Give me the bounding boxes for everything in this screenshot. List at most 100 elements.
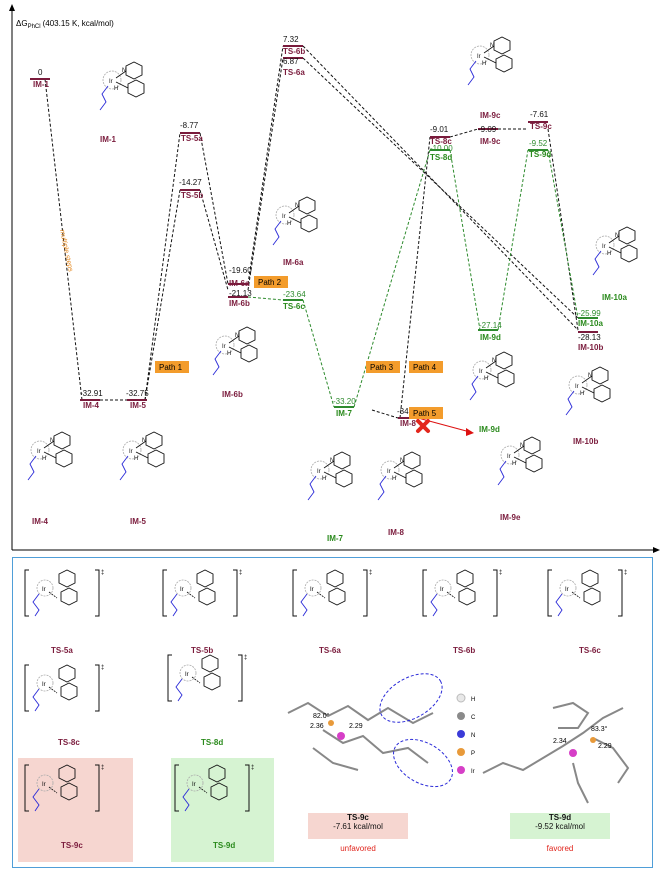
atom-legend: H C N P Ir [456, 693, 476, 775]
svg-text:IM-9c: IM-9c [480, 111, 501, 120]
svg-text:IM-6a: IM-6a [229, 279, 250, 288]
svg-text:-21.13: -21.13 [229, 289, 252, 298]
ts5a-label: TS-5a [51, 646, 73, 655]
structure-im4: IM-4 [27, 431, 73, 526]
blocked-cross-icon [416, 419, 430, 433]
level-ts8d: -10.00 TS-8d [430, 144, 453, 162]
svg-text:IM-9d: IM-9d [479, 425, 500, 434]
structure-im5: IM-5 [119, 431, 165, 526]
svg-text:IM-10a: IM-10a [602, 293, 627, 302]
svg-text:Path 5: Path 5 [413, 409, 437, 418]
path5-arrow-head-icon [466, 428, 474, 436]
svg-text:IM-10a: IM-10a [578, 319, 603, 328]
level-im6b: -21.13 IM-6b [228, 289, 252, 308]
svg-text:-9.01: -9.01 [430, 125, 449, 134]
svg-text:IM-9e: IM-9e [500, 513, 521, 522]
structure-im10a: IM-10a [592, 226, 638, 302]
svg-text:IM-6b: IM-6b [229, 299, 250, 308]
level-im9c: -9.09 IM-9c [478, 125, 501, 146]
svg-text:IM-8: IM-8 [400, 419, 417, 428]
svg-text:Path 4: Path 4 [413, 363, 437, 372]
ts9c-card-energy: -7.61 kcal/mol [333, 822, 383, 831]
ts-panel-drawing: ‡ Ir 82.0° 2.36 2.29 [18, 569, 630, 862]
svg-text:0: 0 [38, 68, 43, 77]
svg-text:-34.69: -34.69 [397, 407, 420, 416]
svg-text:6.87: 6.87 [283, 57, 299, 66]
svg-text:TS-9d: TS-9d [529, 150, 551, 159]
svg-text:-10.00: -10.00 [430, 144, 453, 153]
path-tag-3: Path 3 [366, 361, 400, 373]
svg-text:TS-6b: TS-6b [283, 47, 305, 56]
structure-im10b: IM-10b [565, 366, 611, 446]
svg-text:TS-6c: TS-6c [283, 302, 305, 311]
svg-text:2.36: 2.36 [310, 723, 324, 730]
svg-text:IM-10b: IM-10b [573, 437, 598, 446]
level-im9d: -27.14 IM-9d [478, 321, 502, 342]
level-ts5b: -14.27 TS-5b [179, 178, 203, 200]
svg-text:-23.64: -23.64 [283, 290, 306, 299]
svg-text:IM-9d: IM-9d [480, 333, 501, 342]
svg-text:-32.91: -32.91 [80, 389, 103, 398]
svg-text:-28.13: -28.13 [578, 333, 601, 342]
multiple-steps-note: multiple steps [58, 229, 74, 273]
svg-text:-9.52: -9.52 [529, 139, 548, 148]
svg-text:IM-10b: IM-10b [578, 343, 603, 352]
svg-text:N: N [471, 733, 475, 739]
svg-text:IM-8: IM-8 [388, 528, 405, 537]
ts8d-label: TS-8d [201, 738, 224, 747]
path-tag-2: Path 2 [254, 276, 288, 288]
y-axis-label: ΔGPhCl(403.15 K, kcal/mol) [16, 19, 114, 30]
level-im1: 0 IM-1 [30, 68, 50, 89]
svg-text:TS-9c: TS-9c [530, 122, 552, 131]
svg-text:-19.60: -19.60 [229, 266, 252, 275]
x-axis-arrow-icon [653, 547, 660, 553]
black-paths [44, 45, 579, 419]
ts6c-label: TS-6c [579, 646, 601, 655]
structure-im6b: IM-6b [212, 326, 258, 399]
structure-im7: IM-7 [307, 451, 353, 543]
path-tag-1: Path 1 [155, 361, 189, 373]
ts9c-label: TS-9c [61, 841, 83, 850]
svg-text:H: H [471, 697, 475, 703]
svg-text:TS-6a: TS-6a [283, 68, 305, 77]
level-ts9d: -9.52 TS-9d [528, 139, 551, 159]
svg-text:83.3°: 83.3° [591, 725, 608, 733]
ts5b-label: TS-5b [191, 646, 214, 655]
level-im5: -32.75 IM-5 [126, 389, 149, 410]
level-ts6c: -23.64 TS-6c [283, 290, 306, 311]
svg-text:Path 3: Path 3 [370, 363, 394, 372]
structure-im6a: IM-6a [272, 196, 318, 267]
svg-text:IM-7: IM-7 [336, 409, 353, 418]
transition-state-panel: ‡ Ir 82.0° 2.36 2.29 [12, 557, 653, 868]
svg-text:IM-6b: IM-6b [222, 390, 243, 399]
svg-text:2.29: 2.29 [349, 723, 363, 730]
svg-text:IM-7: IM-7 [327, 534, 344, 543]
svg-text:-27.14: -27.14 [479, 321, 502, 330]
level-ts5a: -8.77 TS-5a [180, 121, 203, 143]
svg-text:-32.75: -32.75 [126, 389, 149, 398]
ts9d-label: TS-9d [213, 841, 236, 850]
structure-im9d: IM-9d [469, 351, 515, 434]
svg-text:IM-6a: IM-6a [283, 258, 304, 267]
ts9d-verdict: favored [546, 844, 574, 853]
path-tag-4: Path 4 [409, 361, 443, 373]
path-tag-5: Path 5 [409, 407, 443, 419]
im7-im8-link [371, 409, 399, 419]
svg-text:IM-4: IM-4 [83, 401, 100, 410]
structure-im9e: IM-9e [497, 436, 543, 522]
ts8c-label: TS-8c [58, 738, 80, 747]
green-paths [247, 149, 579, 408]
svg-text:7.32: 7.32 [283, 35, 299, 44]
structure-im8: IM-8 [377, 451, 423, 537]
level-im4: -32.91 IM-4 [80, 389, 103, 410]
svg-text:C: C [471, 715, 476, 721]
level-ts6b: 7.32 TS-6b [283, 35, 305, 56]
svg-text:IM-9c: IM-9c [480, 137, 501, 146]
structure-im9c: IM-9c [467, 36, 513, 120]
ts9d-card-name: TS-9d [548, 813, 572, 822]
svg-text:-8.77: -8.77 [180, 121, 199, 130]
svg-text:-9.09: -9.09 [478, 125, 497, 134]
svg-text:TS-5b: TS-5b [181, 191, 203, 200]
svg-text:2.29: 2.29 [598, 743, 612, 750]
level-im10a: -25.99 IM-10a [578, 309, 603, 328]
